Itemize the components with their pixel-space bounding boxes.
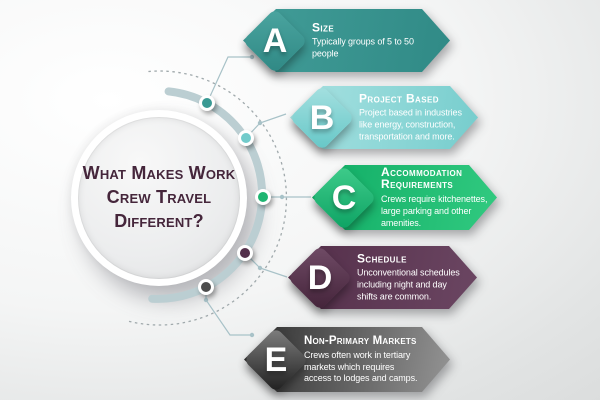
item-b-description: Project based in industries like energy,… — [359, 107, 462, 142]
milestone-dot-e — [198, 279, 214, 295]
page-title-line-1: What Makes Work — [82, 163, 236, 184]
junction-dot-e1 — [203, 297, 209, 303]
page-title: What Makes Work Crew Travel Different? — [83, 162, 236, 233]
milestone-dot-a — [199, 95, 215, 111]
page-title-line-2: Crew Travel — [106, 187, 212, 208]
item-a-title: Size — [312, 19, 335, 34]
item-e-text: Non-Primary Markets Crews often work in … — [244, 334, 428, 384]
item-e-description: Crews often work in tertiary markets whi… — [304, 349, 418, 384]
dashed-arc — [126, 70, 288, 326]
item-c-title: Accommodation Requirements — [381, 164, 463, 192]
junction-dot-b — [257, 120, 263, 126]
item-a-description: Typically groups of 5 to 50 people — [312, 36, 414, 59]
milestone-dot-d — [237, 245, 253, 261]
item-b-banner: B Project Based Project based in industr… — [289, 84, 478, 151]
junction-dot-d — [257, 265, 263, 271]
item-b-title: Project Based — [359, 90, 439, 105]
item-c-text: Accommodation Requirements Crews require… — [312, 164, 488, 230]
item-e-banner: E Non-Primary Markets Crews often work i… — [243, 326, 450, 393]
item-a-banner: A Size Typically groups of 5 to 50 peopl… — [242, 7, 450, 74]
junction-dot-c — [279, 194, 285, 200]
item-a-text: Size Typically groups of 5 to 50 people — [243, 19, 428, 60]
connector-a — [206, 56, 253, 104]
title-circle-inner: What Makes Work Crew Travel Different? — [78, 117, 240, 279]
item-d-text: Schedule Unconventional schedules includ… — [288, 250, 460, 303]
item-b-text: Project Based Project based in industrie… — [290, 90, 462, 143]
connector-e — [205, 293, 252, 336]
junction-dot-e2 — [249, 332, 255, 338]
milestone-dot-b — [238, 130, 254, 146]
item-c-description: Crews require kitchenettes, large parkin… — [381, 194, 488, 228]
item-c-banner: C Accommodation Requirements Crews requi… — [311, 164, 497, 231]
connector-junction-dots — [203, 54, 285, 338]
item-d-banner: D Schedule Unconventional schedules incl… — [287, 244, 477, 311]
junction-dot-a — [249, 54, 255, 60]
milestone-dot-c — [255, 189, 271, 205]
progress-arc — [148, 87, 267, 303]
item-d-description: Unconventional schedules including night… — [357, 267, 460, 302]
item-e-title: Non-Primary Markets — [304, 334, 417, 347]
title-circle: What Makes Work Crew Travel Different? — [71, 110, 247, 286]
page-title-line-3: Different? — [114, 210, 204, 231]
item-d-title: Schedule — [357, 250, 407, 265]
